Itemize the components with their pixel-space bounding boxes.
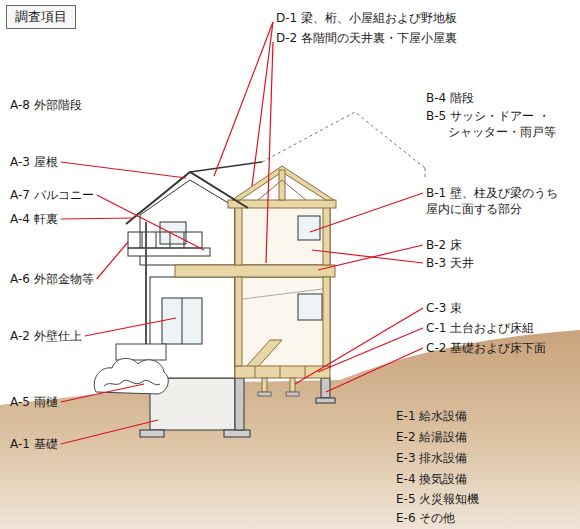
part-label: E-3 排水設備 [396, 450, 467, 466]
ground-floor-part [298, 294, 322, 320]
wood-frame-part [323, 277, 330, 366]
leader-line [214, 22, 273, 176]
leader-line [252, 22, 273, 186]
porch-shrub-part [104, 380, 160, 386]
floor-framing [235, 366, 330, 396]
foundation-part [224, 430, 250, 437]
balcony-part [142, 232, 143, 248]
part-label: C-1 土台および床組 [426, 320, 534, 336]
floor-framing-part [286, 392, 299, 396]
part-label: B-3 天井 [426, 255, 474, 271]
floor-framing-part [305, 366, 306, 378]
part-label: A-5 雨樋 [10, 394, 58, 410]
leader-line [61, 420, 158, 444]
roof-part [190, 162, 262, 172]
part-label: B-4 階段 [426, 90, 474, 106]
balcony-part [128, 248, 210, 256]
leader-line [310, 193, 423, 232]
leader-line [318, 328, 423, 372]
leader-line [61, 384, 144, 402]
part-label: D-2 各階間の天井裏・下屋小屋裏 [276, 30, 457, 46]
part-label: E-5 火災報知機 [396, 491, 479, 507]
floor-framing-part [280, 366, 281, 378]
part-label: A-2 外壁仕上 [10, 328, 82, 344]
balcony-part [170, 232, 171, 248]
diagram-title: 調査項目 [6, 5, 76, 29]
part-label: C-2 基礎および床下面 [426, 340, 546, 356]
leader-line [318, 245, 423, 270]
dashed-roof-outline-part [425, 168, 426, 178]
part-label: A-8 外部階段 [10, 97, 82, 113]
porch-shrub-part [116, 344, 166, 360]
part-label: A-1 基礎 [10, 436, 58, 452]
roof [126, 162, 262, 224]
wood-frame-part [175, 265, 335, 277]
leader-line [326, 348, 423, 392]
wood-frame-part [232, 166, 334, 200]
leader-line [295, 308, 423, 384]
ground-floor-part [182, 298, 183, 344]
balcony-part [128, 232, 202, 248]
leader-line [97, 195, 204, 250]
dashed-roof-outline [262, 112, 425, 178]
roof-part [126, 172, 248, 224]
floor-framing-part [258, 392, 271, 396]
leader-line [97, 242, 128, 279]
leader-line [61, 218, 134, 219]
part-label: A-7 バルコニー [10, 187, 94, 203]
ground-floor-part [235, 277, 330, 368]
wood-frame-part [235, 277, 242, 366]
part-label: E-6 その他 [396, 510, 455, 526]
wood-frame-part [323, 207, 330, 265]
part-label: A-4 軒裏 [10, 211, 58, 227]
ground-floor-part [162, 298, 202, 344]
porch-shrub-part [94, 358, 168, 394]
dashed-roof-outline-part [262, 112, 425, 168]
upper-floor-part [235, 207, 330, 265]
part-label: B-5 サッシ・ドアー ・シャッター・雨戸等 [426, 108, 580, 140]
leader-line [85, 318, 176, 336]
leader-line [312, 250, 423, 263]
part-label: D-1 梁、桁、小屋組および野地板 [276, 10, 457, 26]
balcony [128, 232, 210, 256]
leader-line [266, 42, 273, 263]
part-label: C-3 束 [426, 300, 462, 316]
wood-frame-part [279, 170, 285, 200]
upper-floor-part [160, 222, 186, 244]
part-label: A-6 外部金物等 [10, 271, 94, 287]
ground-floor [150, 277, 330, 378]
foundation [140, 378, 335, 437]
floor-framing-part [290, 378, 295, 392]
foundation-part [140, 430, 164, 437]
wood-frame-part [282, 180, 306, 200]
part-label: A-3 屋根 [10, 154, 58, 170]
part-label: B-2 床 [426, 237, 462, 253]
balcony-part [156, 232, 157, 248]
foundation-part [235, 378, 244, 430]
foundation-part [321, 378, 330, 398]
ground-floor-part [150, 277, 235, 378]
wood-frame [175, 166, 336, 366]
part-label: E-4 換気設備 [396, 471, 467, 487]
wood-frame-part [235, 207, 242, 265]
wood-frame-part [258, 180, 282, 200]
leader-line [61, 162, 186, 178]
floor-framing-part [262, 378, 267, 392]
part-label: B-1 壁、柱及び梁のうち 屋内に面する部分 [426, 185, 576, 217]
foundation-part [316, 398, 335, 403]
floor-framing-part [255, 366, 256, 378]
part-label: E-2 給湯設備 [396, 429, 467, 445]
part-label: E-1 給水設備 [396, 408, 467, 424]
upper-floor-part [298, 216, 320, 240]
ground-floor-part [245, 340, 282, 368]
